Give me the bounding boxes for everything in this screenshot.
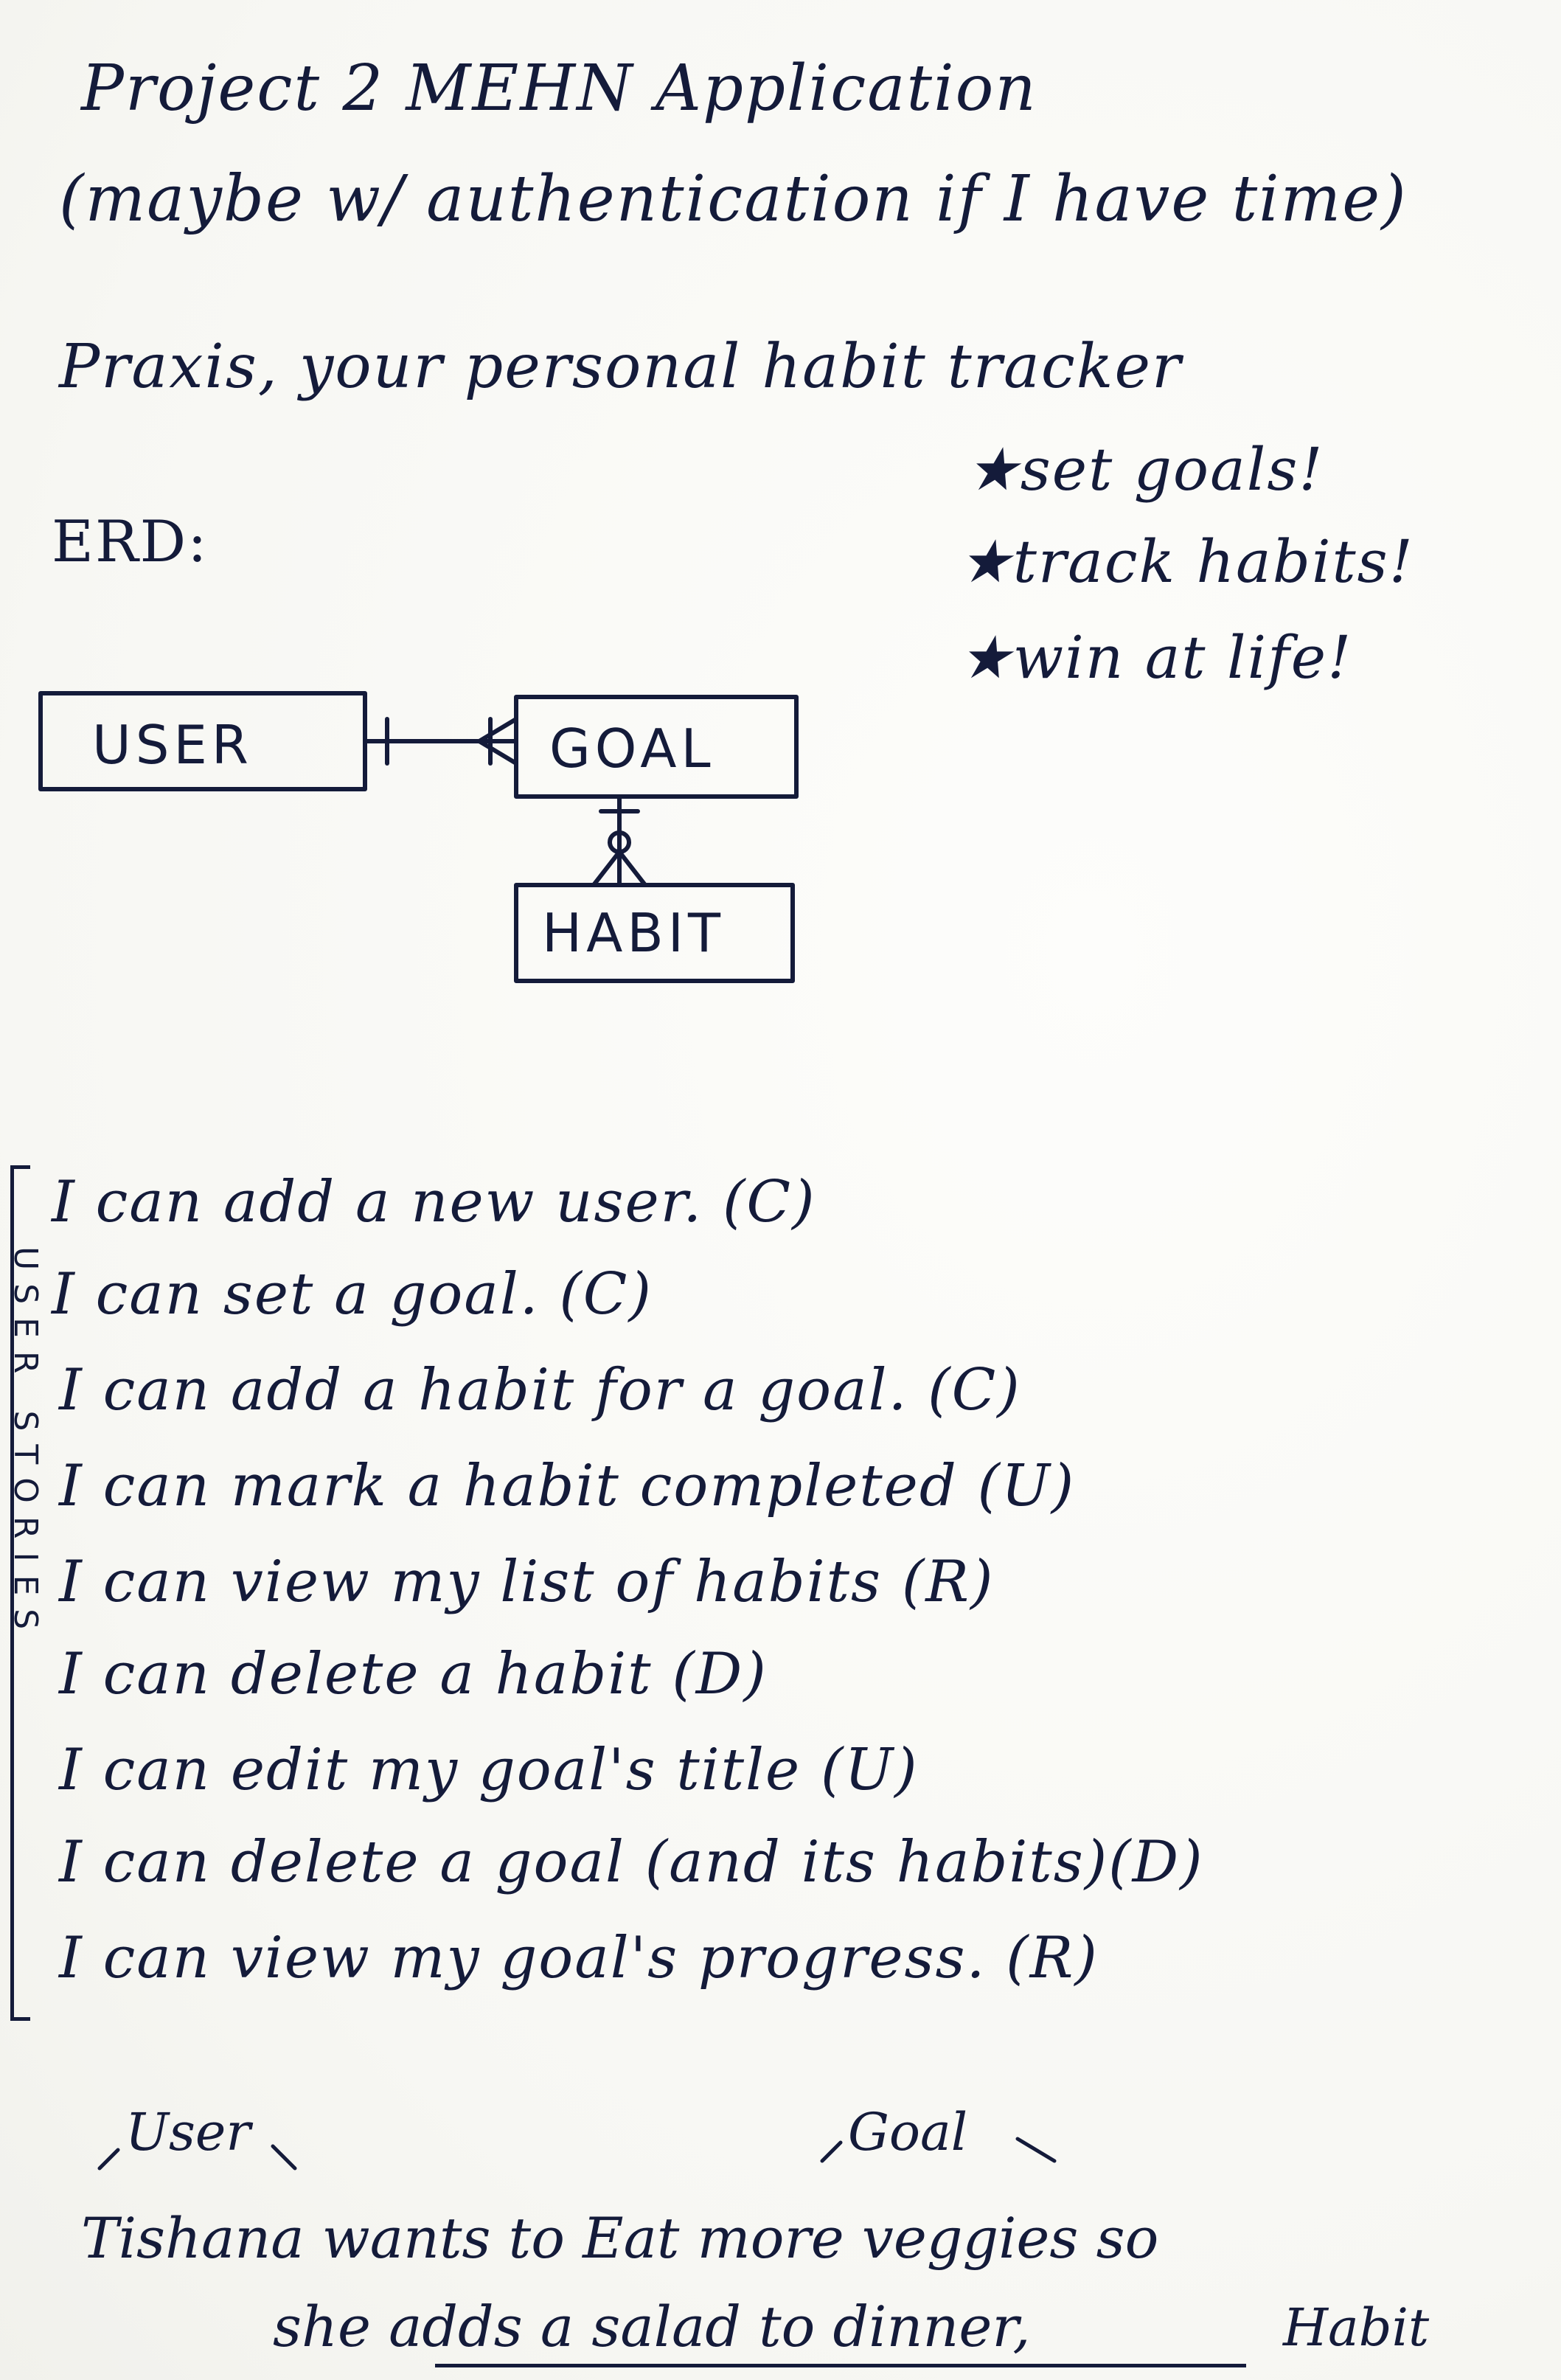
erd-habit-box [514, 883, 795, 983]
feature-bullet-win-at-life: ★win at life! [959, 623, 1353, 692]
page-title: Project 2 MEHN Application [81, 52, 1037, 125]
feature-bullet-track-habits: ★track habits! [959, 527, 1414, 596]
user-story-1: I can add a new user. (C) [52, 1169, 816, 1235]
user-story-9: I can view my goal's progress. (R) [59, 1925, 1099, 1991]
annotation-goal: Goal [848, 2102, 968, 2162]
user-stories-bracket [10, 1165, 30, 2021]
habit-underline [435, 2364, 1246, 2367]
annotation-user: User [125, 2102, 251, 2162]
user-story-6: I can delete a habit (D) [59, 1641, 768, 1707]
erd-goal-box [514, 695, 799, 799]
example-line-1: Tishana wants to Eat more veggies so [81, 2205, 1159, 2271]
annotation-habit: Habit [1283, 2297, 1430, 2358]
user-story-5: I can view my list of habits (R) [59, 1549, 995, 1615]
example-line-2: she adds a salad to dinner, [273, 2294, 1031, 2359]
feature-bullet-set-goals: ★set goals! [966, 435, 1324, 504]
app-tagline: Praxis, your personal habit tracker [59, 332, 1183, 402]
annotation-ticks [97, 2137, 1057, 2171]
page-subtitle: (maybe w/ authentication if I have time) [59, 162, 1408, 236]
user-story-7: I can edit my goal's title (U) [59, 1737, 919, 1803]
erd-goal-label: GOAL [549, 718, 715, 780]
user-story-2: I can set a goal. (C) [52, 1261, 653, 1328]
erd-diagram: USER GOAL HABIT [38, 691, 799, 983]
user-story-4: I can mark a habit completed (U) [59, 1453, 1076, 1519]
erd-label: ERD: [52, 509, 209, 575]
user-story-8: I can delete a goal (and its habits)(D) [59, 1829, 1204, 1895]
user-stories-side-label: USER STORIES [7, 1246, 44, 1643]
erd-habit-label: HABIT [542, 902, 725, 964]
user-story-3: I can add a habit for a goal. (C) [59, 1357, 1021, 1423]
erd-user-label: USER [92, 714, 253, 776]
